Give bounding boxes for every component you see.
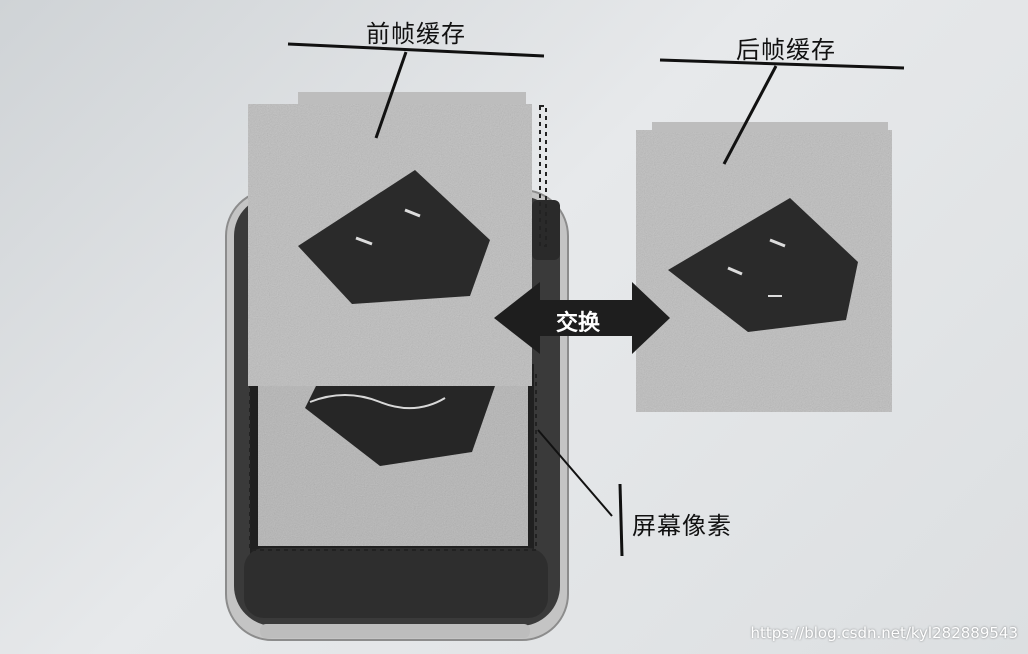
swap-arrow xyxy=(494,282,670,354)
phone-bottom-edge xyxy=(260,624,530,638)
back-buffer-image xyxy=(636,122,892,412)
swap-label: 交换 xyxy=(556,311,601,336)
front-dark-shape xyxy=(298,170,490,304)
screen-dark-shape xyxy=(305,382,495,466)
screen-pixels-callout xyxy=(537,429,624,557)
screen-pixels-label: 屏幕像素 xyxy=(632,512,732,540)
back-buffer-label: 后帧缓存 xyxy=(736,36,836,64)
url-watermark: https://blog.csdn.net/kyl282889543 xyxy=(750,624,1018,642)
front-buffer-image xyxy=(248,92,547,386)
back-buffer-callout xyxy=(659,58,905,165)
front-buffer-label: 前帧缓存 xyxy=(366,20,466,48)
back-dark-shape xyxy=(668,198,858,332)
screen-pixels-image xyxy=(249,371,537,551)
front-buffer-callout xyxy=(287,42,545,139)
phone-bottom-bezel xyxy=(244,548,548,618)
